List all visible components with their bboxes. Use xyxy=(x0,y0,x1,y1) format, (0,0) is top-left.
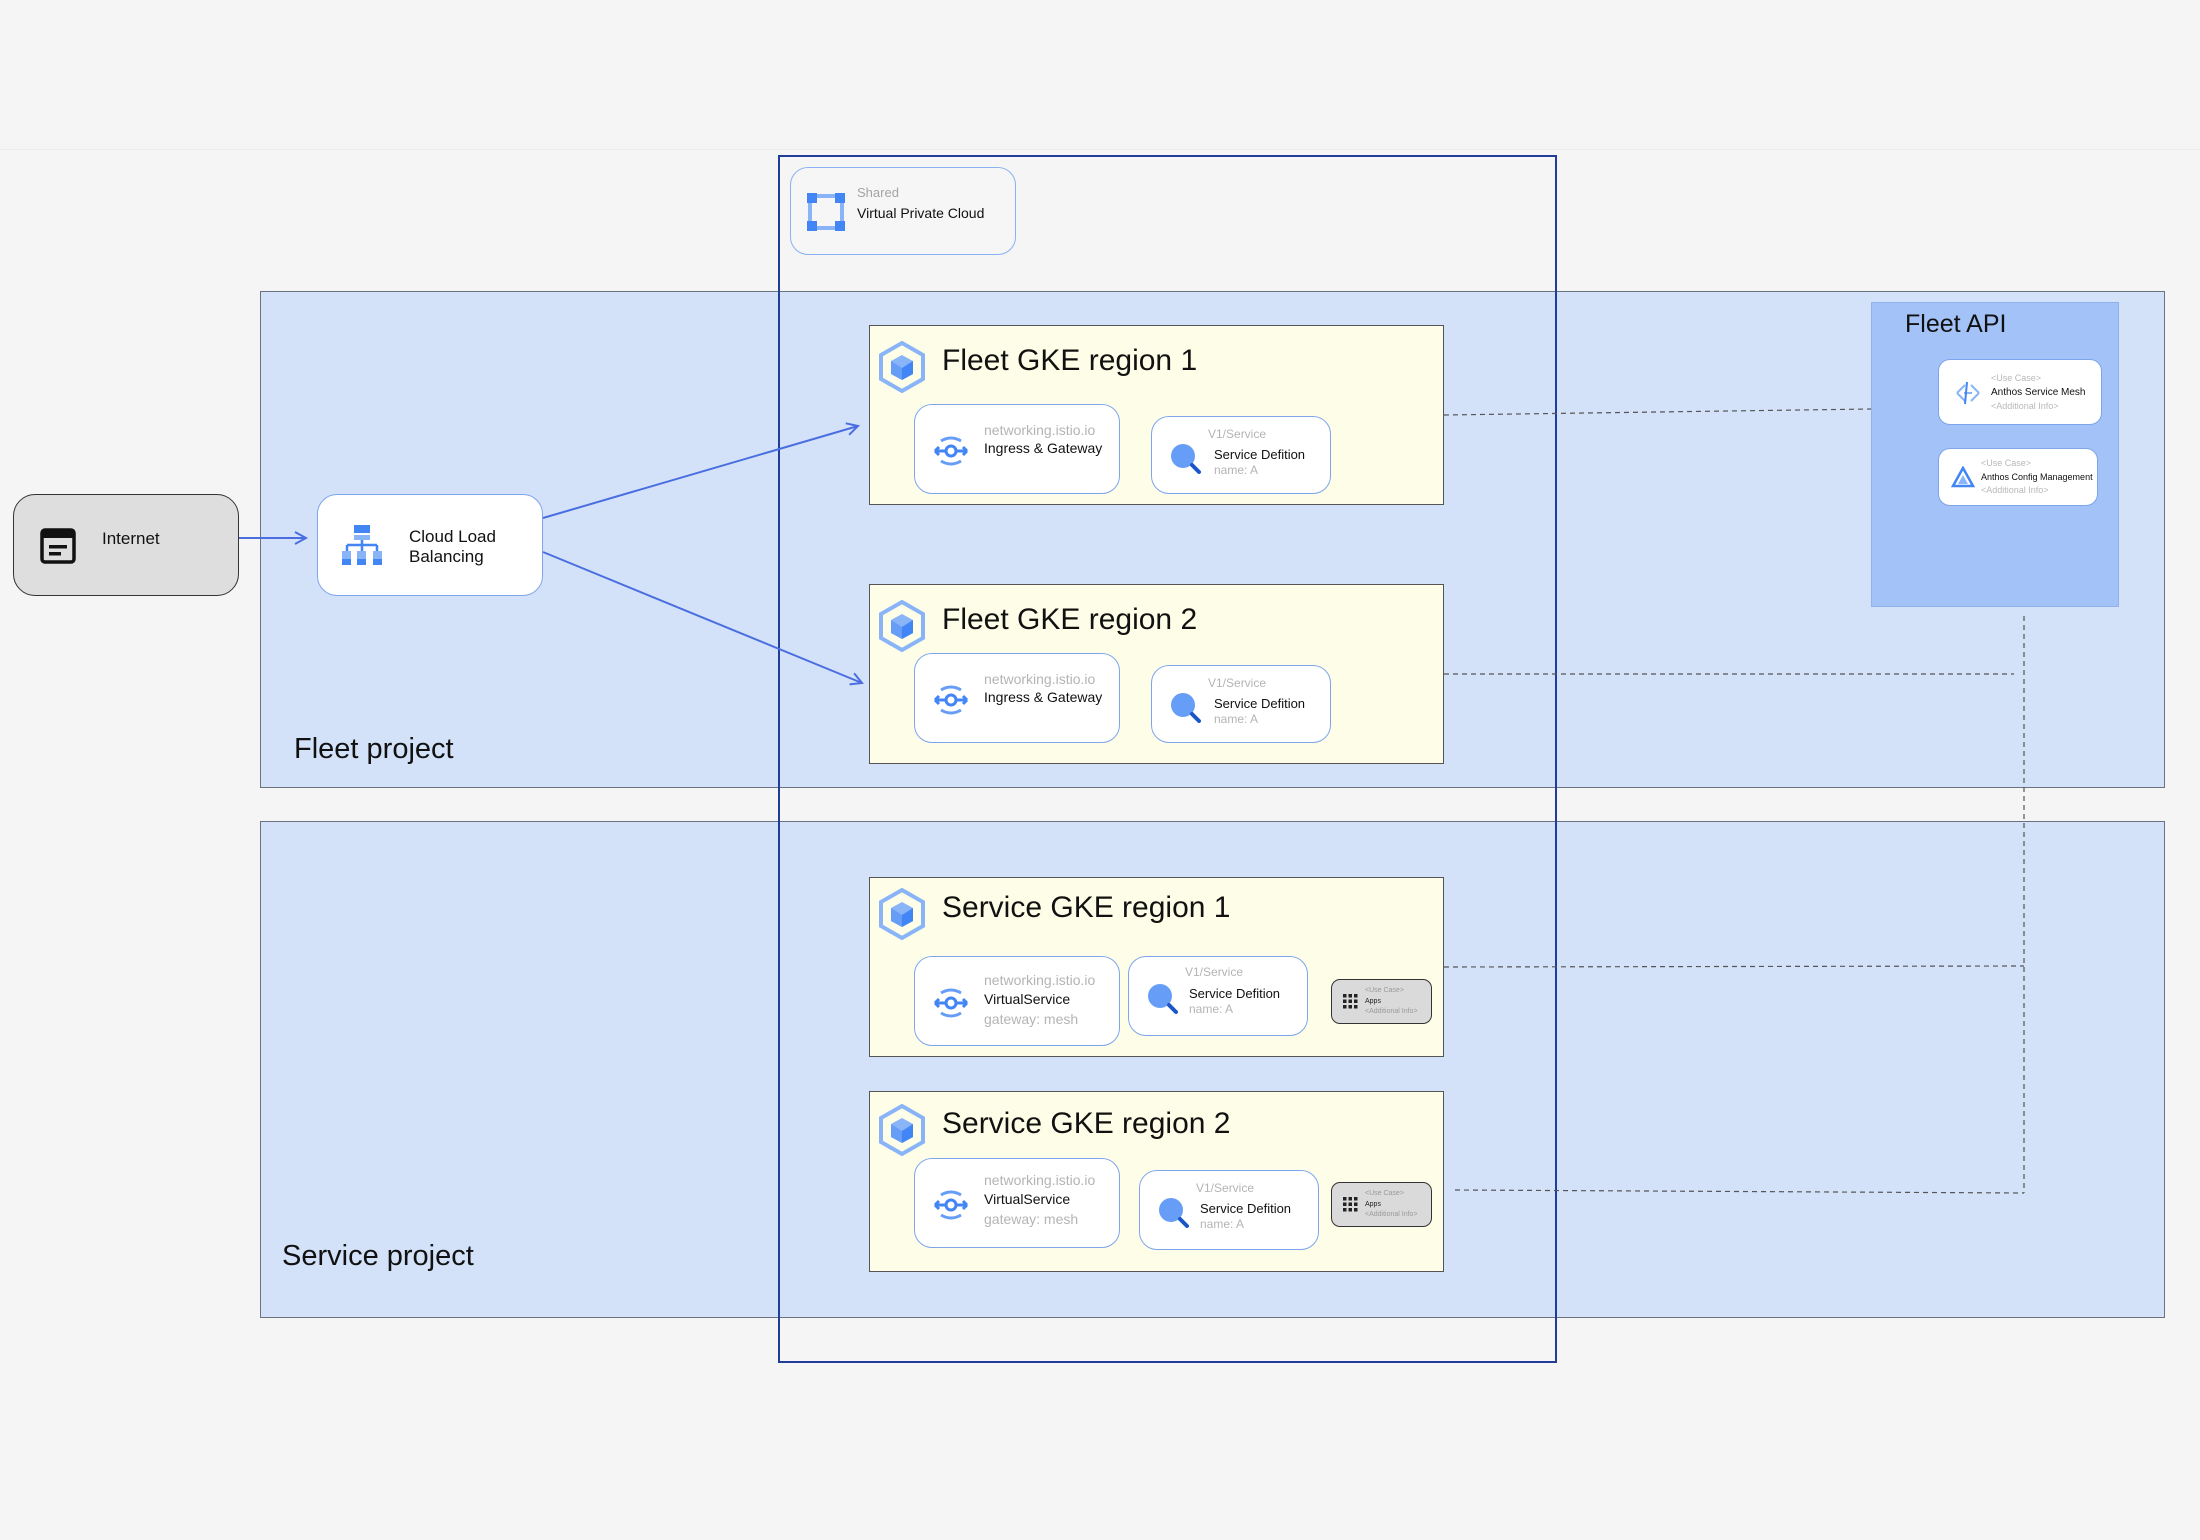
internet-label: Internet xyxy=(102,529,160,548)
load-balancing-icon xyxy=(342,525,382,565)
apps-card[interactable]: <Use Case> Apps <Additional Info> xyxy=(1331,979,1432,1024)
acm-name: Anthos Config Management xyxy=(1981,472,2093,482)
vpc-card[interactable]: Shared Virtual Private Cloud xyxy=(790,167,1016,255)
networking-icon xyxy=(933,685,969,715)
virtual-service-detail: gateway: mesh xyxy=(984,1011,1079,1027)
lb-to-region2-arrow xyxy=(542,551,862,683)
service-definition-card[interactable]: V1/Service Service Defition name: A xyxy=(1151,665,1331,743)
region-title: Service GKE region 1 xyxy=(942,891,1231,924)
service-project-label: Service project xyxy=(282,1240,474,1272)
virtual-service-api: networking.istio.io xyxy=(984,972,1096,988)
gke-hexagon-icon xyxy=(879,1104,925,1156)
service-name: Service Defition xyxy=(1214,696,1306,711)
ingress-name: Ingress & Gateway xyxy=(984,689,1103,705)
apps-use-case: <Use Case> xyxy=(1365,987,1404,994)
virtual-service-name: VirtualService xyxy=(984,991,1071,1007)
search-icon xyxy=(1148,984,1178,1014)
fleet-gke-region-1: Fleet GKE region 1 networking.istio.io I… xyxy=(869,325,1444,505)
asm-name: Anthos Service Mesh xyxy=(1991,387,2086,398)
virtual-service-card[interactable]: networking.istio.io VirtualService gatew… xyxy=(914,956,1120,1046)
lb-to-region1-arrow xyxy=(542,426,858,519)
browser-window-icon xyxy=(40,528,76,564)
service-api: V1/Service xyxy=(1185,965,1244,979)
virtual-service-detail: gateway: mesh xyxy=(984,1211,1079,1227)
service-detail: name: A xyxy=(1214,712,1259,726)
shared-vpc-frame xyxy=(778,155,1557,1363)
fleet-region1-to-api-link xyxy=(1443,408,1872,416)
region-title: Fleet GKE region 1 xyxy=(942,344,1198,377)
search-icon xyxy=(1159,1198,1189,1228)
acm-use-case: <Use Case> xyxy=(1981,458,2032,468)
service-name: Service Defition xyxy=(1214,447,1306,462)
ingress-api: networking.istio.io xyxy=(984,671,1096,687)
fleet-api-title: Fleet API xyxy=(1905,310,2007,338)
gke-hexagon-icon xyxy=(879,341,925,393)
service-detail: name: A xyxy=(1214,463,1259,477)
clb-label-line1: Cloud Load xyxy=(409,527,496,546)
apps-info: <Additional Info> xyxy=(1365,1008,1418,1015)
service-detail: name: A xyxy=(1189,1002,1234,1016)
service-api: V1/Service xyxy=(1208,676,1267,690)
anthos-service-mesh-card[interactable]: <Use Case> Anthos Service Mesh <Addition… xyxy=(1938,359,2102,425)
networking-icon xyxy=(933,988,969,1018)
apps-info: <Additional Info> xyxy=(1365,1211,1418,1218)
region-title: Fleet GKE region 2 xyxy=(942,603,1198,636)
ingress-name: Ingress & Gateway xyxy=(984,440,1103,456)
service-definition-card[interactable]: V1/Service Service Defition name: A xyxy=(1139,1170,1319,1250)
service-mesh-icon xyxy=(1956,381,1980,405)
service-definition-card[interactable]: V1/Service Service Defition name: A xyxy=(1128,956,1308,1036)
service-name: Service Defition xyxy=(1200,1201,1292,1216)
apps-grid-icon xyxy=(1343,994,1358,1009)
service-region2-to-api-link xyxy=(1454,1189,2025,1194)
asm-use-case: <Use Case> xyxy=(1991,373,2042,383)
ingress-api: networking.istio.io xyxy=(984,422,1096,438)
service-api: V1/Service xyxy=(1208,427,1267,441)
region-title: Service GKE region 2 xyxy=(942,1107,1231,1140)
service-name: Service Defition xyxy=(1189,986,1281,1001)
ingress-gateway-card[interactable]: networking.istio.io Ingress & Gateway xyxy=(914,404,1120,494)
apps-card[interactable]: <Use Case> Apps <Additional Info> xyxy=(1331,1182,1432,1227)
asm-info: <Additional Info> xyxy=(1991,401,2059,411)
gke-hexagon-icon xyxy=(879,888,925,940)
apps-name: Apps xyxy=(1365,998,1381,1005)
apps-use-case: <Use Case> xyxy=(1365,1190,1404,1197)
acm-info: <Additional Info> xyxy=(1981,485,2049,495)
cloud-load-balancing-node[interactable]: Cloud Load Balancing xyxy=(317,494,543,596)
virtual-service-name: VirtualService xyxy=(984,1191,1071,1207)
service-gke-region-2: Service GKE region 2 networking.istio.io… xyxy=(869,1091,1444,1272)
ingress-gateway-card[interactable]: networking.istio.io Ingress & Gateway xyxy=(914,653,1120,743)
service-gke-region-1: Service GKE region 1 networking.istio.io… xyxy=(869,877,1444,1057)
fleet-gke-region-2: Fleet GKE region 2 networking.istio.io I… xyxy=(869,584,1444,764)
apps-name: Apps xyxy=(1365,1201,1381,1208)
virtual-service-card[interactable]: networking.istio.io VirtualService gatew… xyxy=(914,1158,1120,1248)
networking-icon xyxy=(933,436,969,466)
top-bar xyxy=(0,0,2200,150)
vpc-subtitle: Shared xyxy=(857,185,899,200)
service-detail: name: A xyxy=(1200,1217,1245,1231)
service-api: V1/Service xyxy=(1196,1181,1255,1195)
search-icon xyxy=(1171,444,1201,474)
service-region1-to-api-link xyxy=(1443,965,2025,968)
networking-icon xyxy=(933,1190,969,1220)
apps-grid-icon xyxy=(1343,1197,1358,1212)
vpc-icon xyxy=(807,193,845,231)
gke-hexagon-icon xyxy=(879,600,925,652)
fleet-project-label: Fleet project xyxy=(294,733,454,765)
vpc-title: Virtual Private Cloud xyxy=(857,205,985,221)
config-management-icon xyxy=(1951,466,1975,488)
clb-label-line2: Balancing xyxy=(409,547,484,566)
service-definition-card[interactable]: V1/Service Service Defition name: A xyxy=(1151,416,1331,494)
anthos-config-management-card[interactable]: <Use Case> Anthos Config Management <Add… xyxy=(1938,448,2098,506)
search-icon xyxy=(1171,693,1201,723)
internet-node[interactable]: Internet xyxy=(13,494,239,596)
virtual-service-api: networking.istio.io xyxy=(984,1172,1096,1188)
